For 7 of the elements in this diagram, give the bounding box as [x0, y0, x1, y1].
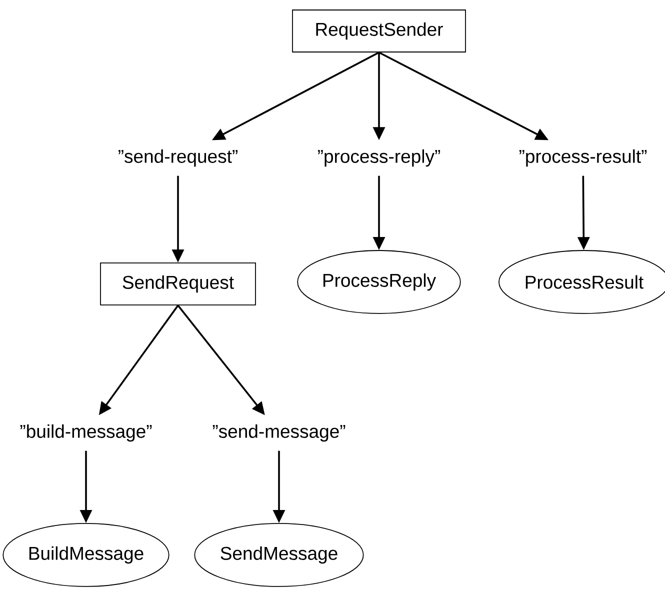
event-label: ”process-result”: [519, 149, 647, 167]
class-box: RequestSender: [292, 10, 466, 52]
event-label: ”send-message”: [212, 424, 346, 442]
class-box: SendRequest: [100, 262, 256, 306]
event-label: ”send-request”: [118, 149, 238, 167]
event-label: ”build-message”: [20, 424, 152, 442]
event-label: ”process-reply”: [318, 149, 440, 167]
